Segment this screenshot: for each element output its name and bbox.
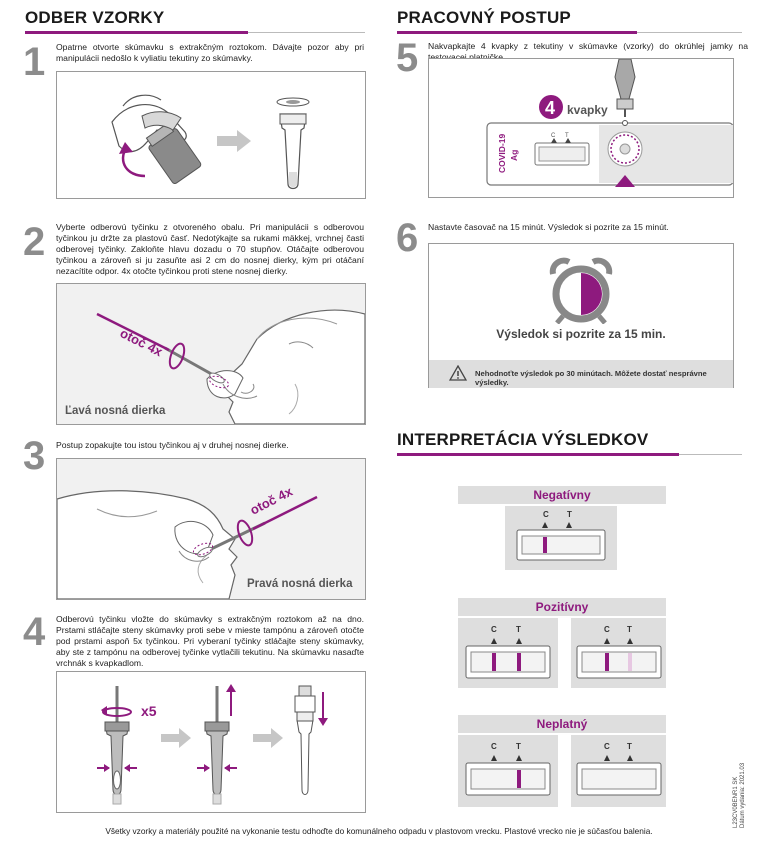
timer-icon bbox=[549, 257, 613, 324]
step-1-number: 1 bbox=[23, 40, 46, 84]
step-2-number: 2 bbox=[23, 220, 46, 264]
left-nostril-illustration: otoč 4x Ľavá nosná dierka bbox=[57, 284, 366, 425]
cassette-label-ag: Ag bbox=[509, 150, 519, 161]
negative-c-label: C bbox=[543, 510, 549, 519]
positive-strip-faint: C T bbox=[576, 625, 662, 679]
step-4-text: Odberovú tyčinku vložte do skúmavky s ex… bbox=[56, 614, 364, 668]
warning-text: Nehodnoťte výsledok po 30 minútach. Môže… bbox=[475, 369, 707, 387]
procedure-title-rule bbox=[637, 32, 742, 33]
positive-header: Pozitívny bbox=[458, 598, 666, 616]
positive-panel-1: C T bbox=[458, 618, 558, 688]
positive2-c-label: C bbox=[604, 625, 610, 634]
sampling-title: ODBER VZORKY bbox=[25, 8, 165, 27]
cassette-label-covid: COVID-19 bbox=[497, 134, 507, 173]
invalid1-c-label: C bbox=[491, 742, 497, 751]
negative-panel: C T bbox=[505, 506, 617, 570]
step-6-number: 6 bbox=[396, 216, 419, 260]
document-code-id: L23CV0BENR1 SK bbox=[733, 776, 739, 828]
step-1-figure bbox=[56, 71, 366, 199]
invalid-panel-2: C T bbox=[571, 735, 666, 807]
positive2-t-label: T bbox=[627, 625, 632, 634]
step-2-text: Vyberte odberovú tyčinku z otvoreného ob… bbox=[56, 222, 364, 276]
invalid1-t-label: T bbox=[516, 742, 521, 751]
drops-count: 4 bbox=[545, 98, 555, 118]
step-3-number: 3 bbox=[23, 434, 46, 478]
open-tube-illustration bbox=[111, 94, 310, 190]
warning-icon bbox=[449, 365, 467, 381]
timer-text: Výsledok si pozrite za 15 min. bbox=[496, 327, 666, 341]
invalid-strip-none: C T bbox=[576, 742, 662, 796]
step-6-text: Nastavte časovač na 15 minút. Výsledok s… bbox=[428, 222, 669, 232]
cassette-c-label: C bbox=[551, 133, 556, 139]
right-nostril-illustration: otoč 4x Pravá nosná dierka bbox=[56, 459, 365, 600]
invalid-panel-1: C T bbox=[458, 735, 558, 807]
procedure-title: PRACOVNÝ POSTUP bbox=[397, 8, 571, 27]
fig2-caption: Ľavá nosná dierka bbox=[65, 405, 166, 417]
step-3-text: Postup zopakujte tou istou tyčinkou aj v… bbox=[56, 440, 289, 450]
drops-label: kvapky bbox=[567, 103, 608, 117]
interpretation-title-underline bbox=[397, 453, 679, 456]
fig3-caption: Pravá nosná dierka bbox=[247, 578, 353, 590]
fig4-x5-label: x5 bbox=[141, 703, 157, 719]
positive-panel-2: C T bbox=[571, 618, 666, 688]
drop-sample-illustration: COVID-19 Ag C T 4 kvapky bbox=[486, 58, 734, 187]
interpretation-title: INTERPRETÁCIA VÝSLEDKOV bbox=[397, 430, 649, 449]
step-3-figure: otoč 4x Pravá nosná dierka bbox=[56, 458, 366, 600]
invalid2-c-label: C bbox=[604, 742, 610, 751]
sampling-title-rule bbox=[248, 32, 365, 33]
procedure-title-underline bbox=[397, 31, 637, 34]
positive-strip-strong: C T bbox=[465, 625, 551, 679]
step-4-number: 4 bbox=[23, 610, 46, 654]
positive1-t-label: T bbox=[516, 625, 521, 634]
step-5-number: 5 bbox=[396, 36, 419, 80]
invalid-header: Neplatný bbox=[458, 715, 666, 733]
step-1-text: Opatrne otvorte skúmavku s extrakčným ro… bbox=[56, 42, 364, 63]
sampling-title-underline bbox=[25, 31, 248, 34]
invalid-strip-t-only: C T bbox=[465, 742, 551, 796]
warning-bar: Nehodnoťte výsledok po 30 minútach. Môže… bbox=[429, 360, 733, 388]
step-5-figure: COVID-19 Ag C T 4 kvapky bbox=[428, 58, 734, 198]
negative-strip: C T bbox=[516, 510, 606, 561]
cassette-t-label: T bbox=[565, 133, 569, 139]
step-5-text: Nakvapkajte 4 kvapky z tekutiny v skúmav… bbox=[428, 41, 748, 62]
extraction-illustration: x5 bbox=[97, 684, 328, 805]
invalid2-t-label: T bbox=[627, 742, 632, 751]
document-issue-date: Dátum vydania: 2021.03 bbox=[740, 762, 746, 828]
step-4-figure: x5 bbox=[56, 671, 366, 813]
footer-note: Všetky vzorky a materiály použité na vyk… bbox=[105, 826, 653, 836]
interpretation-title-rule bbox=[679, 454, 742, 455]
step-2-figure: otoč 4x Ľavá nosná dierka bbox=[56, 283, 366, 425]
negative-header: Negatívny bbox=[458, 486, 666, 504]
positive1-c-label: C bbox=[491, 625, 497, 634]
step-6-figure: Výsledok si pozrite za 15 min. Nehodnoťt… bbox=[428, 243, 734, 388]
document-code: L23CV0BENR1 SK Dátum vydania: 2021.03 bbox=[733, 763, 747, 828]
negative-t-label: T bbox=[567, 510, 572, 519]
